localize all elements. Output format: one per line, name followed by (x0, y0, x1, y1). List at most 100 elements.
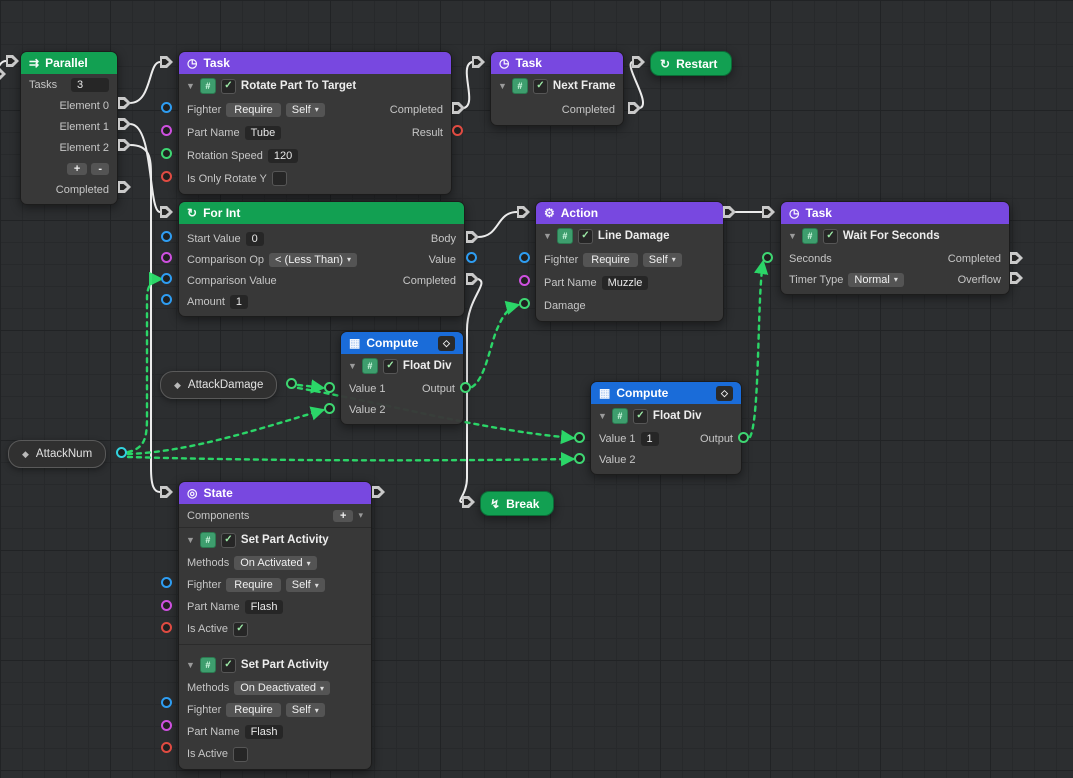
for-int-in-port[interactable] (160, 206, 173, 218)
foldout-arrow-icon[interactable]: ▼ (186, 660, 195, 670)
state2-is-active-port[interactable] (161, 742, 172, 753)
wire-compute1-output-to-action-damage[interactable] (470, 300, 521, 389)
require-button[interactable]: Require (226, 578, 281, 592)
node-task-wait-header[interactable]: ◷ Task (781, 202, 1009, 224)
parallel-element2-out-port[interactable] (118, 139, 131, 151)
wire-attacknum-to-compute2-value2[interactable] (126, 451, 576, 467)
amount-field[interactable]: 1 (229, 294, 249, 309)
component-enabled-checkbox[interactable]: ✓ (220, 532, 236, 548)
wire-attacknum-to-compute1-value2[interactable] (126, 406, 326, 456)
for-int-body-out-port[interactable] (466, 231, 479, 243)
state2-part-name-port[interactable] (161, 720, 172, 731)
node-task-next[interactable]: ◷ Task ▼ # ✓ Next Frame Completed (490, 51, 624, 126)
for-int-comparison-op-port[interactable] (161, 252, 172, 263)
add-component-button[interactable]: + (333, 509, 354, 522)
node-task-rotate[interactable]: ◷ Task ▼ # ✓ Rotate Part To Target Fight… (178, 51, 452, 195)
node-task-next-header[interactable]: ◷ Task (491, 52, 623, 74)
chevron-down-icon[interactable]: ▾ (358, 510, 363, 520)
component-enabled-checkbox[interactable]: ✓ (632, 408, 648, 424)
remove-element-button[interactable]: - (91, 162, 109, 175)
require-button[interactable]: Require (226, 703, 281, 717)
methods-dropdown[interactable]: On Activated ▾ (234, 556, 317, 570)
component-enabled-checkbox[interactable]: ✓ (532, 78, 548, 94)
for-int-comparison-value-port[interactable] (161, 273, 172, 284)
methods-dropdown[interactable]: On Deactivated ▾ (234, 681, 331, 695)
self-dropdown[interactable]: Self ▾ (285, 703, 325, 717)
node-compute-1[interactable]: ▦ Compute ◇ ▼ # ✓ Float Div Value 1 Outp… (340, 331, 464, 425)
self-dropdown[interactable]: Self ▾ (285, 578, 325, 592)
task-rotate-fighter-port[interactable] (161, 102, 172, 113)
attack-num-out-port[interactable] (116, 447, 127, 458)
compute1-output-port[interactable] (460, 382, 471, 393)
part-name-field[interactable]: Flash (244, 725, 284, 739)
node-compute-2-header[interactable]: ▦ Compute ◇ (591, 382, 741, 404)
foldout-arrow-icon[interactable]: ▼ (186, 535, 195, 545)
task-rotate-completed-out-port[interactable] (452, 102, 465, 114)
task-next-in-port[interactable] (472, 56, 485, 68)
task-rotate-in-port[interactable] (160, 56, 173, 68)
task-wait-seconds-port[interactable] (762, 252, 773, 263)
rotation-speed-field[interactable]: 120 (267, 148, 299, 163)
wire-attacknum-to-for-int-comparison-value[interactable] (126, 271, 164, 454)
task-rotate-rotation-speed-port[interactable] (161, 148, 172, 159)
node-task-rotate-header[interactable]: ◷ Task (179, 52, 451, 74)
entry-flow-port[interactable] (0, 68, 6, 80)
part-name-field[interactable]: Muzzle (601, 275, 649, 290)
node-state[interactable]: ◎ State Components + ▾ ▼ # ✓ Set Part Ac… (178, 481, 372, 770)
node-parallel[interactable]: ⇉ Parallel Tasks 3 Element 0 Element 1 E… (20, 51, 118, 205)
task-wait-in-port[interactable] (762, 206, 775, 218)
node-action[interactable]: ⚙ Action ▼ # ✓ Line Damage Fighter Requi… (535, 201, 724, 322)
break-in-port[interactable] (462, 496, 475, 508)
node-parallel-header[interactable]: ⇉ Parallel (21, 52, 117, 74)
compute1-value1-port[interactable] (324, 382, 335, 393)
for-int-start-value-port[interactable] (161, 231, 172, 242)
node-for-int-header[interactable]: ↻ For Int (179, 202, 464, 224)
wire-entry-to-parallel[interactable] (0, 60, 7, 74)
component-enabled-checkbox[interactable]: ✓ (822, 228, 838, 244)
add-element-button[interactable]: + (66, 162, 88, 175)
task-wait-completed-out-port[interactable] (1010, 252, 1023, 264)
wire-for-int-body-to-action[interactable] (477, 211, 518, 238)
task-next-completed-out-port[interactable] (628, 102, 641, 114)
action-damage-port[interactable] (519, 298, 530, 309)
compute2-value2-port[interactable] (574, 453, 585, 464)
component-enabled-checkbox[interactable]: ✓ (577, 228, 593, 244)
parallel-in-port[interactable] (6, 55, 19, 67)
wire-parallel-element0-to-task-rotate[interactable] (129, 61, 161, 104)
foldout-arrow-icon[interactable]: ▼ (543, 231, 552, 241)
part-name-field[interactable]: Tube (244, 125, 282, 140)
wire-for-int-completed-to-break[interactable] (459, 278, 483, 503)
foldout-arrow-icon[interactable]: ▼ (348, 361, 357, 371)
variable-attack-num[interactable]: ◆ AttackNum (8, 440, 107, 468)
self-dropdown[interactable]: Self ▾ (642, 252, 682, 267)
for-int-value-out-port[interactable] (466, 252, 477, 263)
is-active-checkbox[interactable]: ✓ (232, 621, 248, 637)
compute2-output-port[interactable] (738, 432, 749, 443)
state1-part-name-port[interactable] (161, 600, 172, 611)
component-enabled-checkbox[interactable]: ✓ (382, 358, 398, 374)
task-wait-overflow-out-port[interactable] (1010, 272, 1023, 284)
part-name-field[interactable]: Flash (244, 600, 284, 614)
wire-parallel-element1-to-for-int[interactable] (129, 123, 161, 213)
foldout-arrow-icon[interactable]: ▼ (598, 411, 607, 421)
action-fighter-port[interactable] (519, 252, 530, 263)
component-enabled-checkbox[interactable]: ✓ (220, 78, 236, 94)
timer-type-dropdown[interactable]: Normal ▾ (848, 272, 904, 287)
node-state-header[interactable]: ◎ State (179, 482, 371, 504)
state1-fighter-port[interactable] (161, 577, 172, 588)
node-compute-1-header[interactable]: ▦ Compute ◇ (341, 332, 463, 354)
diamond-button[interactable]: ◇ (438, 335, 455, 351)
is-active-checkbox[interactable] (232, 746, 248, 762)
for-int-completed-out-port[interactable] (466, 273, 479, 285)
tasks-count-field[interactable]: 3 (71, 77, 109, 92)
task-rotate-part-name-port[interactable] (161, 125, 172, 136)
variable-attack-damage[interactable]: ◆ AttackDamage (160, 371, 278, 399)
foldout-arrow-icon[interactable]: ▼ (498, 81, 507, 91)
action-out-port[interactable] (723, 206, 736, 218)
state1-is-active-port[interactable] (161, 622, 172, 633)
state2-fighter-port[interactable] (161, 697, 172, 708)
value1-field[interactable]: 1 (640, 431, 659, 446)
compute1-value2-port[interactable] (324, 403, 335, 414)
wire-task-next-completed-to-restart[interactable] (629, 61, 644, 109)
